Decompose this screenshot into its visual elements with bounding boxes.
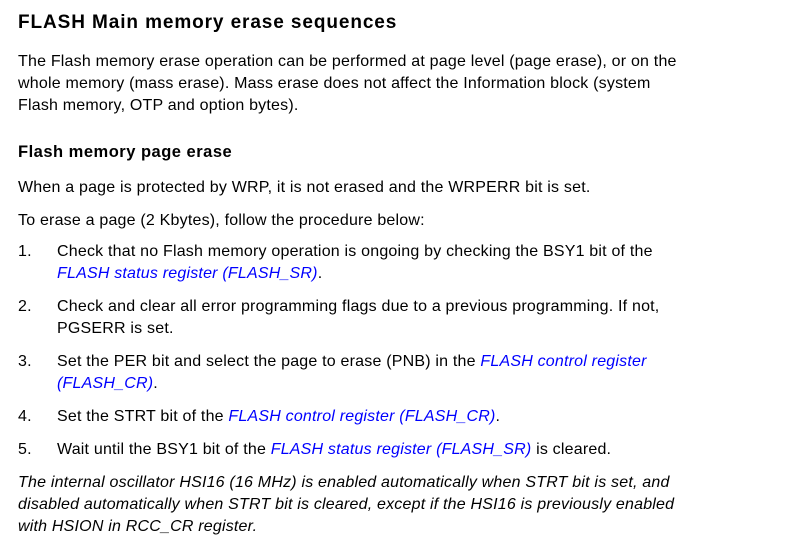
step-text-segment: Wait until the BSY1 bit of the <box>57 441 271 458</box>
step-text: Set the STRT bit of the FLASH control re… <box>57 406 772 428</box>
step-text: Check that no Flash memory operation is … <box>57 241 772 285</box>
step-text: Wait until the BSY1 bit of the FLASH sta… <box>57 439 772 461</box>
list-item: 2. Check and clear all error programming … <box>18 296 772 340</box>
list-item: 3. Set the PER bit and select the page to… <box>18 351 772 395</box>
cross-reference-link[interactable]: FLASH control register (FLASH_CR) <box>228 408 496 425</box>
step-text-segment: Set the STRT bit of the <box>57 408 229 425</box>
step-text-segment: Check and clear all error programming fl… <box>57 298 660 337</box>
list-item: 1. Check that no Flash memory operation i… <box>18 241 772 285</box>
list-item: 4. Set the STRT bit of the FLASH control … <box>18 406 772 428</box>
step-text: Check and clear all error programming fl… <box>57 296 772 340</box>
step-text-segment: Check that no Flash memory operation is … <box>57 243 653 260</box>
procedure-intro: To erase a page (2 Kbytes), follow the p… <box>18 212 425 229</box>
intro-paragraph: The Flash memory erase operation can be … <box>18 53 677 114</box>
cross-reference-link[interactable]: FLASH control register (FLASH_CR) <box>57 353 647 392</box>
procedure-list: 1. Check that no Flash memory operation i… <box>18 241 772 461</box>
note-paragraph: The internal oscillator HSI16 (16 MHz) i… <box>18 474 675 535</box>
page-title: FLASH Main memory erase sequences <box>18 12 398 33</box>
section-heading: Flash memory page erase <box>18 143 233 161</box>
cross-reference-link[interactable]: FLASH status register (FLASH_SR) <box>57 265 318 282</box>
list-item: 5. Wait until the BSY1 bit of the FLASH s… <box>18 439 772 461</box>
step-number: 4. <box>18 408 32 425</box>
step-text-segment: . <box>317 265 323 282</box>
step-text: Set the PER bit and select the page to e… <box>57 351 772 395</box>
step-number: 5. <box>18 441 32 458</box>
step-text-segment: Set the PER bit and select the page to e… <box>57 353 481 370</box>
cross-reference-link[interactable]: FLASH status register (FLASH_SR) <box>270 441 532 458</box>
step-text-segment: . <box>153 375 158 392</box>
step-text-segment: . <box>495 408 501 425</box>
step-number: 1. <box>18 243 32 260</box>
step-text-segment: is cleared. <box>531 441 612 458</box>
step-number: 2. <box>18 298 32 315</box>
wrp-paragraph: When a page is protected by WRP, it is n… <box>18 179 591 196</box>
step-number: 3. <box>18 353 32 370</box>
